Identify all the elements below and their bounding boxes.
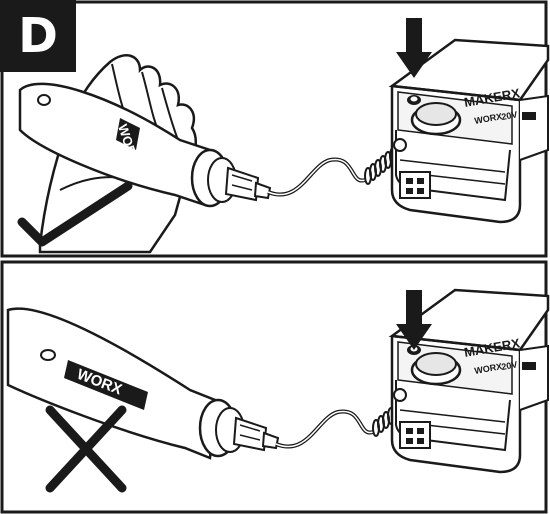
device-voltage-bottom: 20V <box>501 359 519 372</box>
device-badge-top: WORX <box>474 111 503 126</box>
cable-bottom <box>274 394 411 449</box>
cable-top <box>266 142 403 197</box>
rotary-tool-bottom: WORX <box>6 307 280 460</box>
panel-incorrect: WORX MAKERX WORX 20V <box>6 288 550 493</box>
device-badge-bottom: WORX <box>474 361 503 376</box>
step-label: D <box>0 0 76 72</box>
device-voltage-top: 20V <box>501 109 519 122</box>
panel-correct: WORX MAKERX WORX 20V <box>17 18 550 254</box>
x-mark-icon <box>45 405 127 493</box>
rotary-tool-top: WORX <box>18 82 272 208</box>
checkmark-icon <box>17 181 133 247</box>
